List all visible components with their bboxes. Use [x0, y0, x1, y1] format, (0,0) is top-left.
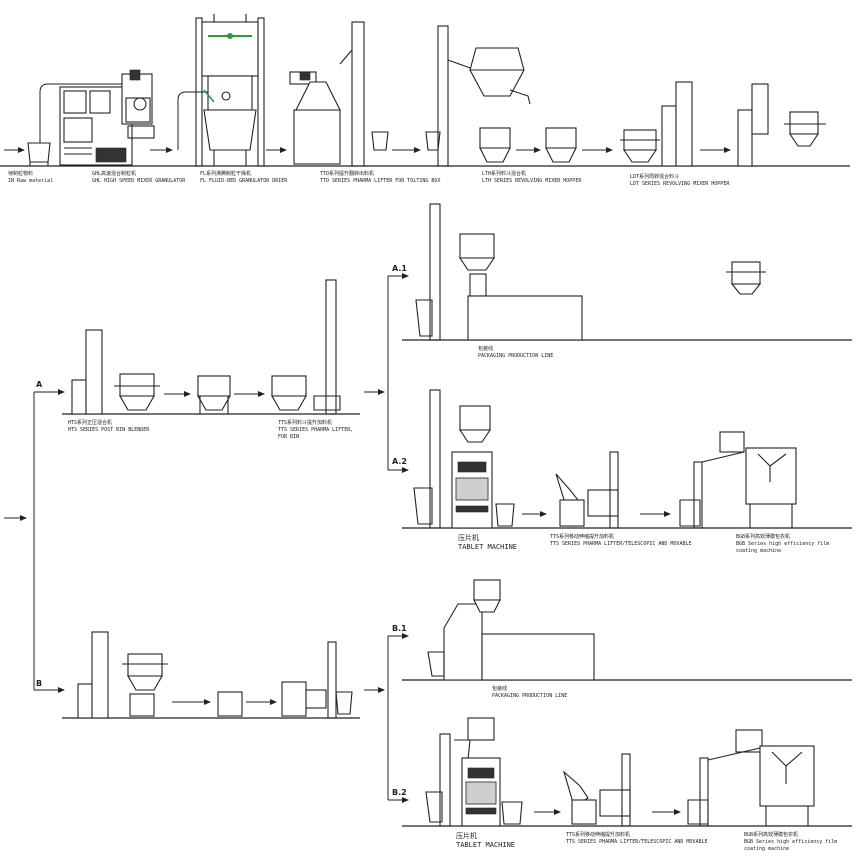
hts-label-zh: HTS系列正压混合机: [68, 419, 112, 426]
b2-bgb-en-2: coating machine: [744, 846, 789, 852]
ldt-label-en: LDT SERIES REVOLVING MIXER HOPPER: [630, 181, 730, 187]
b1-packaging-line: 包装线 PACKAGING PRODUCTION LINE: [402, 579, 852, 699]
raw-material-zh: 待制粒物料: [8, 170, 33, 177]
branch-a-line: HTS系列正压混合机 HTS SERIES POST BIN BLENDER T…: [62, 279, 385, 440]
a2-tablet-en: TABLET MACHINE: [458, 543, 517, 551]
branch-b-label: B: [36, 679, 42, 688]
a1-packaging-zh: 包装线: [478, 345, 493, 352]
a2-tts-zh: TTS系列移动伸缩提升加料机: [550, 533, 614, 540]
b2-bgb-zh: BGB系列高效薄膜包衣机: [744, 831, 798, 838]
tts-a-label-zh: TTS系列料斗提升加料机: [278, 419, 332, 426]
raw-material-bin: [27, 83, 132, 166]
a2-tablet-zh: 压片机: [458, 533, 479, 542]
a2-bgb-en-2: coating machine: [736, 548, 781, 554]
ghl-label-en: GHL HIGH SPEED MIXER GRANULATOR: [92, 178, 186, 184]
ttd-label-en: TTD SERIES PHARMA LIFTER FOR TOLTING BOX: [320, 178, 440, 184]
b2-tts-zh: TTS系列移动伸缩提升加料机: [566, 831, 630, 838]
b2-tablet-en: TABLET MACHINE: [456, 841, 515, 849]
b1-packaging-en: PACKAGING PRODUCTION LINE: [492, 693, 567, 699]
a1-packaging-en: PACKAGING PRODUCTION LINE: [478, 353, 553, 359]
lth-label-zh: LTH系列料斗混合机: [482, 170, 526, 177]
a2-label: A.2: [392, 457, 407, 466]
row1-process-line: 待制粒物料 IN Raw material GHL高速混合制粒机 GHL HIG…: [0, 14, 850, 187]
ghl-granulator: [59, 69, 155, 166]
lth-label-en: LTH SERIES REVOLVING MIXER HOPPER: [482, 178, 582, 184]
branch-a-splitter: A.1 A.2: [387, 264, 409, 473]
fl-fluid-bed-dryer: [177, 14, 265, 167]
a2-bgb-en-1: BGB Series high efficiency film: [736, 541, 829, 547]
branch-b-line: [62, 631, 385, 719]
raw-material-en: IN Raw material: [8, 178, 53, 184]
trunk-connector: A B: [4, 380, 65, 693]
tts-a-label-en-2: FOR BIN: [278, 434, 299, 440]
b1-packaging-zh: 包装线: [492, 685, 507, 692]
ttd-tilting-lifter: [289, 21, 389, 167]
ldt-label-zh: LDT系列周转混合料斗: [630, 173, 679, 180]
ttd-label-zh: TTD系列提升翻转出料机: [320, 170, 374, 177]
b2-tts-en: TTS SERIES PHARMA LIFTER/TELESCOPIC AND …: [566, 839, 707, 845]
b1-label: B.1: [392, 624, 407, 633]
b2-label: B.2: [392, 788, 407, 797]
ldt-revolving-hopper: [620, 81, 826, 167]
a2-tts-en: TTS SERIES PHARMA LIFTER/TELESCOPIC AND …: [550, 541, 691, 547]
b2-bgb-en-1: BGB Series high efficiency film: [744, 839, 837, 845]
fl-label-zh: FL系列沸腾制粒干燥机: [200, 170, 251, 177]
b2-tablet-line: 压片机 TABLET MACHINE TTS系列移动伸缩提升加料机 TTS SE…: [402, 717, 852, 852]
a2-tablet-line: 压片机 TABLET MACHINE TTS系列移动伸缩提升加料机 TTS SE…: [402, 389, 852, 554]
branch-a-label: A: [36, 380, 43, 389]
a1-label: A.1: [392, 264, 407, 273]
branch-b-splitter: B.1 B.2: [387, 624, 409, 803]
hts-label-en: HTS SERIES POST BIN BLENDER: [68, 427, 150, 433]
lth-hopper-mixer: [425, 25, 577, 167]
b2-tablet-zh: 压片机: [456, 831, 477, 840]
ghl-label-zh: GHL高速混合制粒机: [92, 170, 136, 177]
tts-a-label-en-1: TTS SERIES PHARMA LIFTER,: [278, 427, 353, 433]
fl-label-en: FL FLUID-BED GRANULATOR DRIER: [200, 178, 288, 184]
a1-packaging-line: 包装线 PACKAGING PRODUCTION LINE: [402, 203, 852, 359]
a2-bgb-zh: BGB系列高效薄膜包衣机: [736, 533, 790, 540]
